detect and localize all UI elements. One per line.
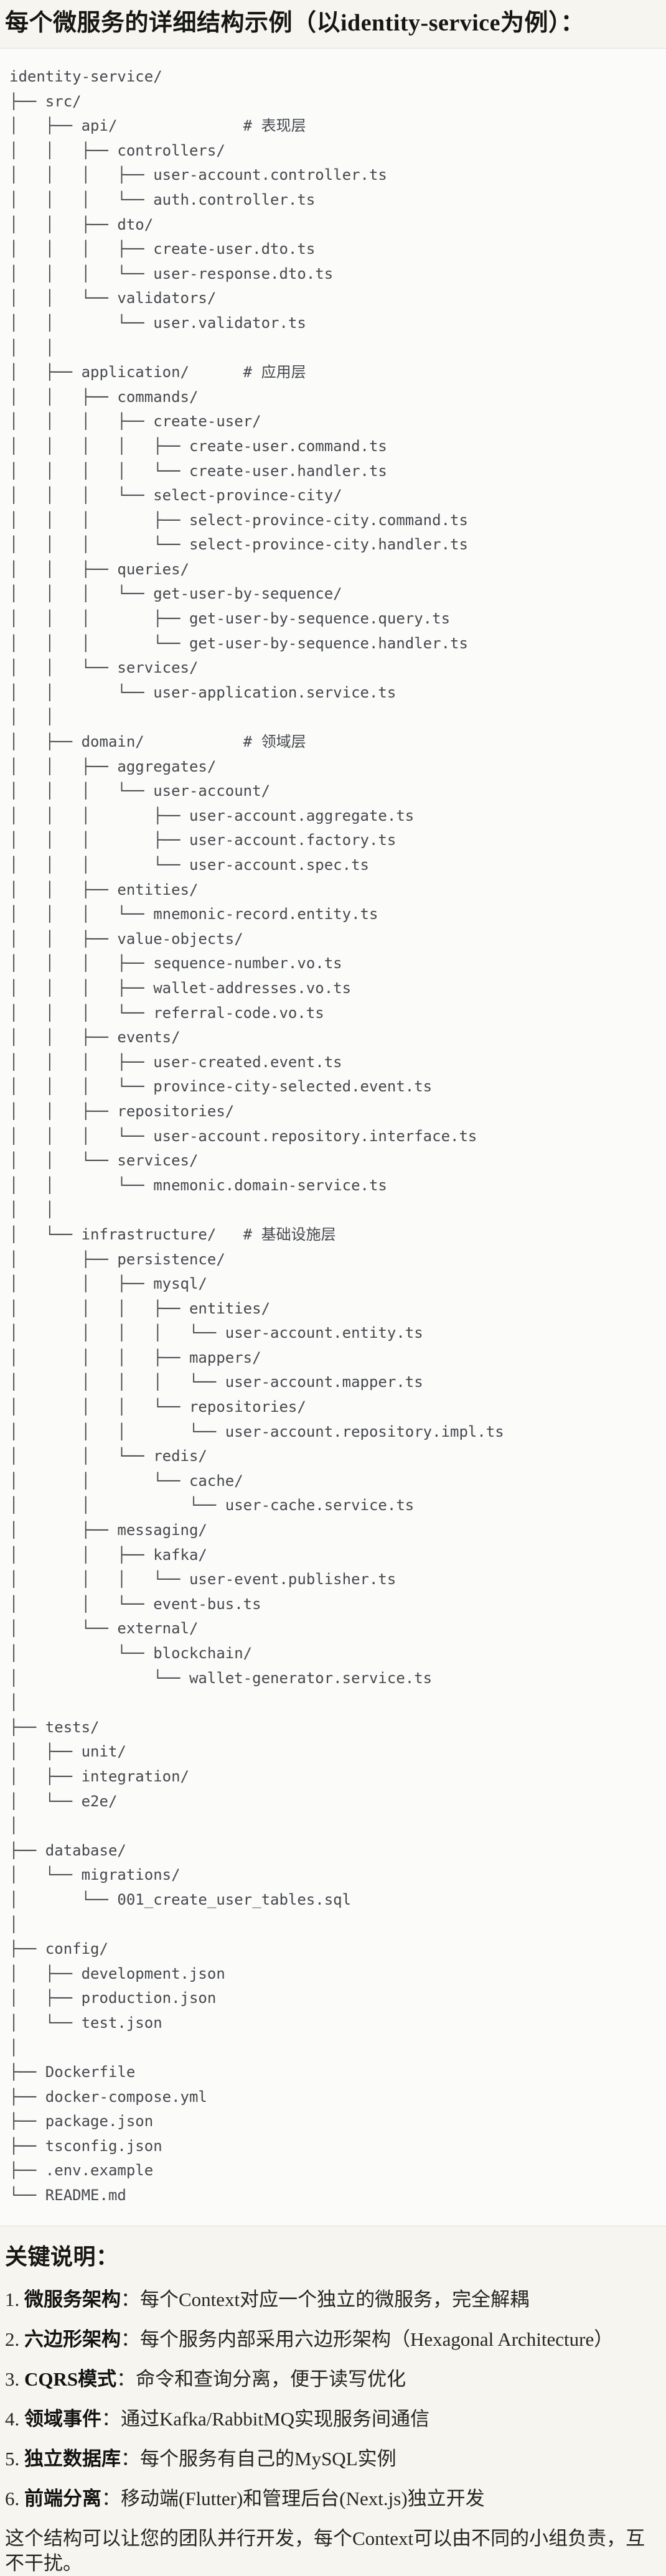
note-item-label: 六边形架构 — [24, 2328, 121, 2350]
note-item: 3. CQRS模式：命令和查询分离，便于读写优化 — [5, 2367, 661, 2392]
note-item-number: 4. — [5, 2407, 24, 2430]
closing-paragraph: 这个结构可以让您的团队并行开发，每个Context可以由不同的小组负责，互不干扰… — [5, 2527, 645, 2574]
note-item-text: ：每个服务有自己的MySQL实例 — [121, 2447, 396, 2470]
note-item-label: 领域事件 — [24, 2407, 101, 2430]
note-item-label: CQRS模式 — [24, 2368, 117, 2390]
directory-tree-code-block: identity-service/ ├── src/ │ ├── api/ # … — [0, 48, 666, 2226]
page-title: 每个微服务的详细结构示例（以identity-service为例）： — [5, 10, 585, 36]
key-notes-section: 关键说明： 1. 微服务架构：每个Context对应一个独立的微服务，完全解耦 2… — [0, 2226, 666, 2576]
note-item: 5. 独立数据库：每个服务有自己的MySQL实例 — [5, 2447, 661, 2471]
key-notes-heading: 关键说明： — [5, 2244, 119, 2269]
note-item-number: 1. — [5, 2288, 24, 2310]
note-item-text: ：每个Context对应一个独立的微服务，完全解耦 — [121, 2288, 530, 2310]
note-item: 1. 微服务架构：每个Context对应一个独立的微服务，完全解耦 — [5, 2287, 661, 2312]
note-item: 6. 前端分离：移动端(Flutter)和管理后台(Next.js)独立开发 — [5, 2486, 661, 2511]
directory-tree-text: identity-service/ ├── src/ │ ├── api/ # … — [9, 68, 504, 2205]
note-item-number: 2. — [5, 2328, 24, 2350]
note-item-label: 前端分离 — [24, 2487, 101, 2509]
note-item-number: 5. — [5, 2447, 24, 2470]
note-item-label: 微服务架构 — [24, 2288, 121, 2310]
note-item-text: ：移动端(Flutter)和管理后台(Next.js)独立开发 — [101, 2487, 485, 2509]
note-item-text: ：命令和查询分离，便于读写优化 — [116, 2368, 406, 2390]
note-item-label: 独立数据库 — [24, 2447, 121, 2470]
note-item-text: ：每个服务内部采用六边形架构（Hexagonal Architecture） — [121, 2328, 614, 2350]
note-item: 4. 领域事件：通过Kafka/RabbitMQ实现服务间通信 — [5, 2407, 661, 2432]
note-item-number: 3. — [5, 2368, 24, 2390]
note-item: 2. 六边形架构：每个服务内部采用六边形架构（Hexagonal Archite… — [5, 2327, 661, 2352]
note-item-number: 6. — [5, 2487, 24, 2509]
note-item-text: ：通过Kafka/RabbitMQ实现服务间通信 — [101, 2407, 429, 2430]
key-notes-list: 1. 微服务架构：每个Context对应一个独立的微服务，完全解耦 2. 六边形架… — [5, 2287, 661, 2511]
